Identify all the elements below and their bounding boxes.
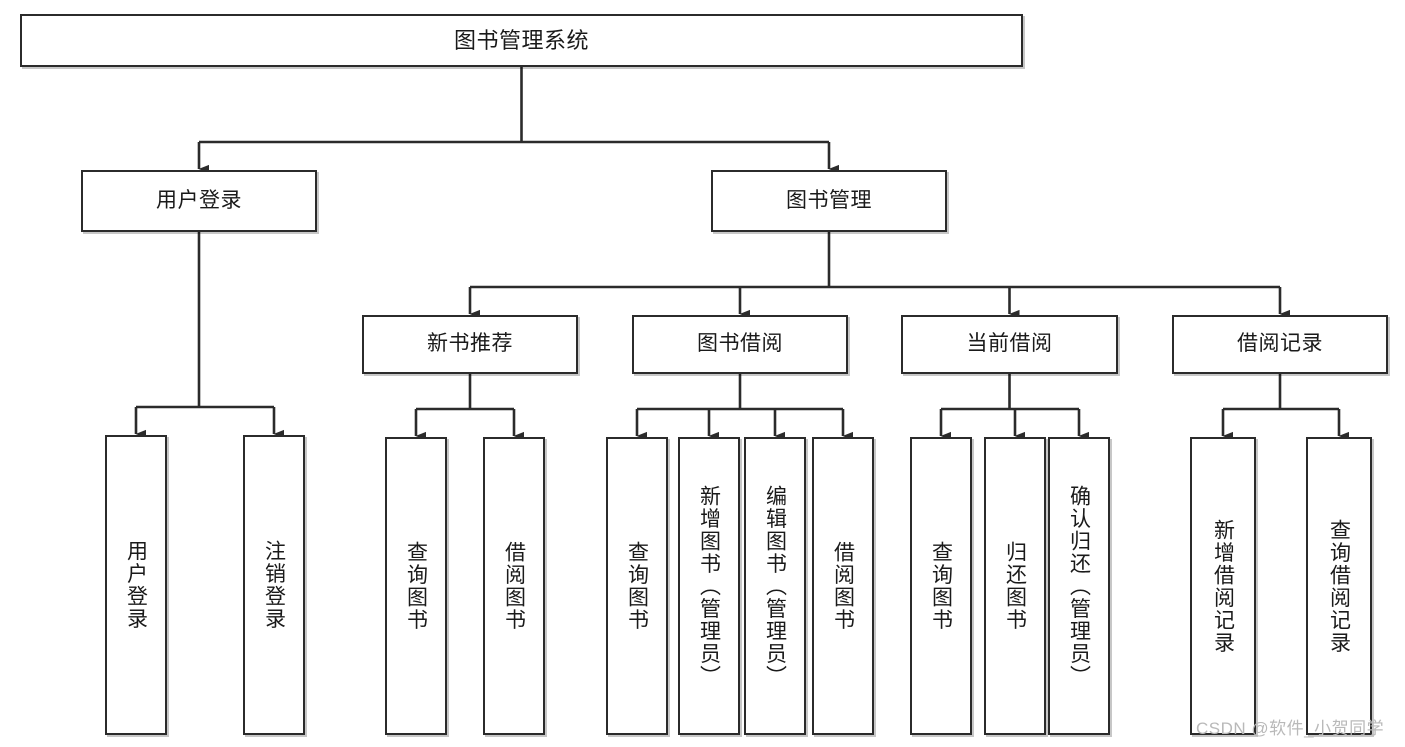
- node-box-l_qrec[interactable]: 查询借阅记录: [1306, 437, 1372, 735]
- node-label-l_qbook3: 查询图书: [929, 541, 953, 631]
- node-box-l_qbook2[interactable]: 查询图书: [606, 437, 668, 735]
- node-label-borrow: 图书借阅: [697, 332, 783, 356]
- node-label-l_bbook2: 借阅图书: [831, 541, 855, 631]
- node-box-l_editbook[interactable]: 编辑图书（管理员）: [744, 437, 806, 735]
- node-label-l_addbook: 新增图书（管理员）: [697, 484, 721, 688]
- node-box-newbook[interactable]: 新书推荐: [362, 315, 578, 374]
- node-label-l_return: 归还图书: [1003, 541, 1027, 631]
- node-label-l_bbook1: 借阅图书: [502, 541, 526, 631]
- node-box-l_logout[interactable]: 注销登录: [243, 435, 305, 735]
- node-label-record: 借阅记录: [1237, 332, 1323, 356]
- node-box-current[interactable]: 当前借阅: [901, 315, 1118, 374]
- node-label-login: 用户登录: [156, 188, 242, 212]
- node-box-l_return[interactable]: 归还图书: [984, 437, 1046, 735]
- node-box-l_bbook2[interactable]: 借阅图书: [812, 437, 874, 735]
- node-box-login[interactable]: 用户登录: [81, 170, 317, 232]
- node-box-record[interactable]: 借阅记录: [1172, 315, 1388, 374]
- node-box-bookmgmt[interactable]: 图书管理: [711, 170, 947, 232]
- node-label-l_confirm: 确认归还（管理员）: [1067, 484, 1091, 688]
- node-box-l_qbook1[interactable]: 查询图书: [385, 437, 447, 735]
- node-label-l_addrec: 新增借阅记录: [1211, 518, 1235, 654]
- connector-group: [134, 67, 1349, 441]
- node-label-l_qrec: 查询借阅记录: [1327, 518, 1351, 654]
- node-box-l_qbook3[interactable]: 查询图书: [910, 437, 972, 735]
- node-label-l_login: 用户登录: [124, 540, 148, 630]
- node-label-newbook: 新书推荐: [427, 332, 513, 356]
- node-label-l_logout: 注销登录: [262, 540, 286, 630]
- node-label-l_qbook1: 查询图书: [404, 541, 428, 631]
- node-label-l_qbook2: 查询图书: [625, 541, 649, 631]
- node-box-l_login[interactable]: 用户登录: [105, 435, 167, 735]
- node-label-bookmgmt: 图书管理: [786, 188, 872, 212]
- node-label-l_editbook: 编辑图书（管理员）: [763, 484, 787, 688]
- node-label-root: 图书管理系统: [453, 27, 589, 53]
- node-box-l_addbook[interactable]: 新增图书（管理员）: [678, 437, 740, 735]
- node-box-borrow[interactable]: 图书借阅: [632, 315, 848, 374]
- node-box-root[interactable]: 图书管理系统: [20, 14, 1023, 67]
- node-label-current: 当前借阅: [966, 332, 1053, 356]
- node-box-l_addrec[interactable]: 新增借阅记录: [1190, 437, 1256, 735]
- node-box-l_confirm[interactable]: 确认归还（管理员）: [1048, 437, 1110, 735]
- node-box-l_bbook1[interactable]: 借阅图书: [483, 437, 545, 735]
